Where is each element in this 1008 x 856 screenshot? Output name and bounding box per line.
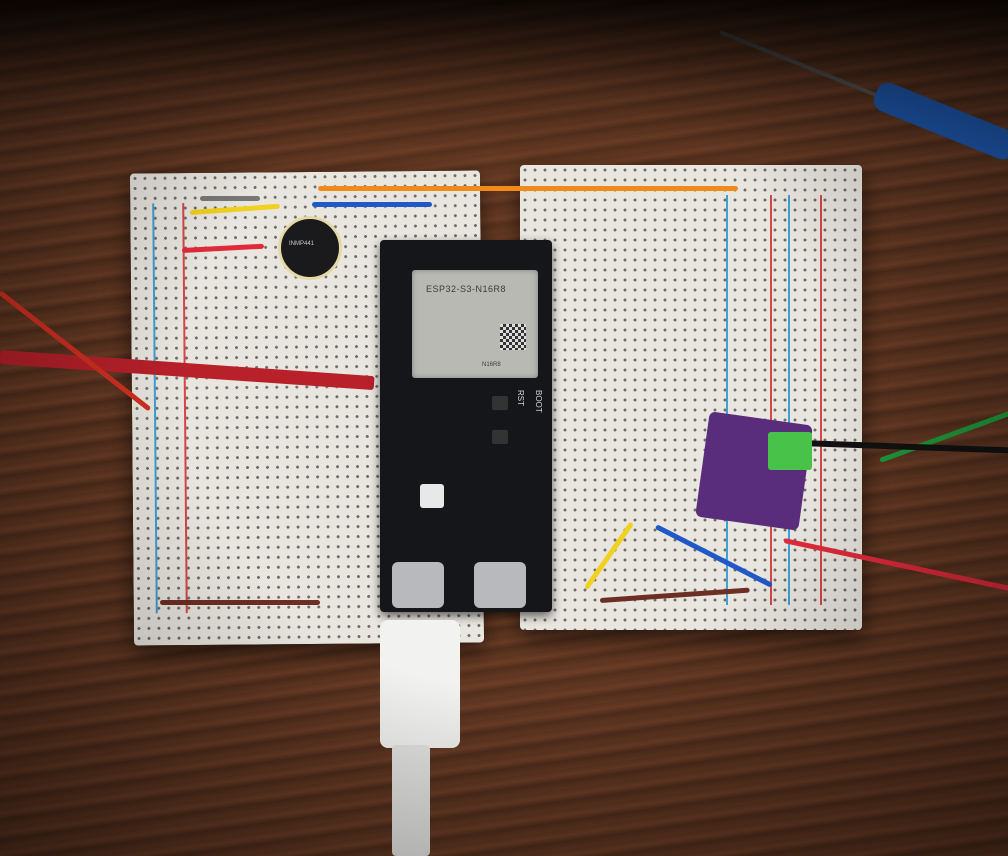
vignette-overlay xyxy=(0,0,1008,856)
